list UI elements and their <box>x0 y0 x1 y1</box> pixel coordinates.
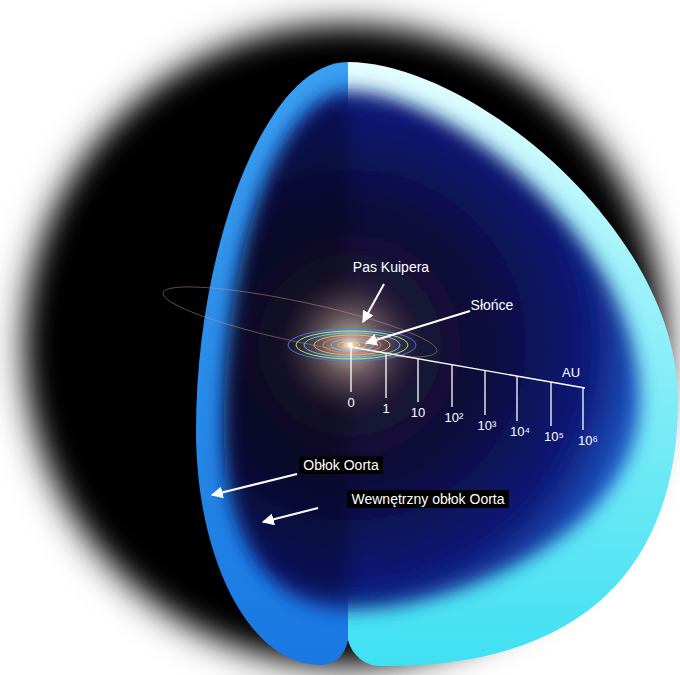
sun-glow <box>280 275 420 415</box>
distance-scale <box>351 347 585 430</box>
scale-number: 10³ <box>478 419 497 434</box>
inner-cloud <box>224 90 640 610</box>
leader-arrows <box>212 284 470 522</box>
belt-label: Pas Kuipera <box>353 259 429 275</box>
scale-number: 10 <box>411 406 425 421</box>
scale-number: 10⁴ <box>510 425 530 440</box>
sun-label: Słońce <box>471 297 514 313</box>
scale-number: 10⁶ <box>578 434 598 449</box>
scale-number: 1 <box>382 402 389 417</box>
unit-label: AU <box>562 366 580 381</box>
scale-number: 0 <box>347 396 354 411</box>
cloud-label: Obłok Oorta <box>299 456 382 474</box>
scale-number: 10² <box>445 411 464 426</box>
scale-number: 10⁵ <box>544 430 564 445</box>
inner-cloud-label: Wewnętrzny obłok Oorta <box>347 490 508 508</box>
outer-halo <box>7 7 680 675</box>
long-orbit <box>159 273 441 370</box>
